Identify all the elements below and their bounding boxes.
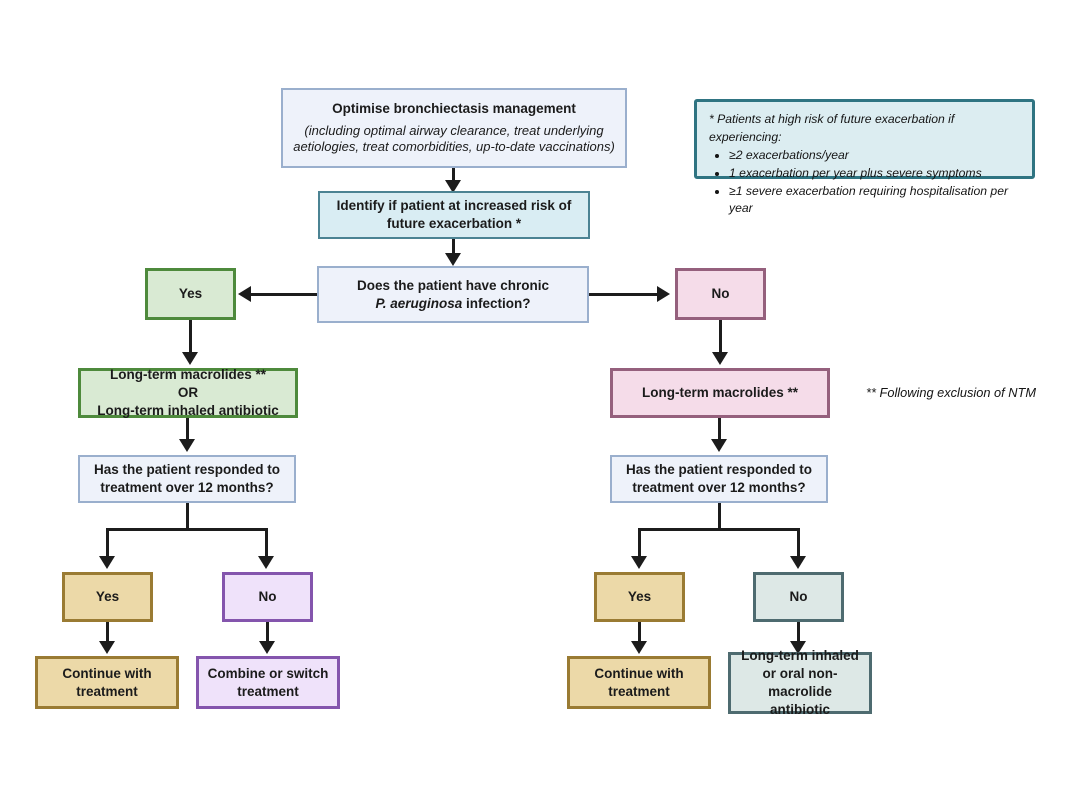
connector-right-no-to-outcome [797, 622, 800, 644]
node-pseudomonas-question: Does the patient have chronic P. aerugin… [317, 266, 589, 323]
node-right-response-question-label: Has the patient responded to treatment o… [625, 462, 813, 495]
connector-left-treatment-to-question [186, 418, 189, 442]
arrowhead-right-treatment-to-question [711, 439, 727, 452]
node-branch-no-pseudomonas: No [675, 268, 766, 320]
arrowhead-question-to-no [657, 286, 670, 302]
node-optimise-detail: (including optimal airway clearance, tre… [293, 122, 615, 155]
connector-left-question-to-no [265, 528, 268, 558]
node-left-outcome-continue-label: Continue with treatment [62, 665, 152, 699]
node-left-response-question: Has the patient responded to treatment o… [78, 455, 296, 503]
arrowhead-left-yes-to-outcome [99, 641, 115, 654]
legend-lead-text: * Patients at high risk of future exacer… [709, 112, 955, 144]
connector-yes-to-left-treatment [189, 320, 192, 355]
arrowhead-left-question-to-yes [99, 556, 115, 569]
node-branch-no-label: No [711, 286, 730, 302]
connector-left-question-to-yes [106, 528, 109, 558]
node-left-outcome-continue: Continue with treatment [35, 656, 179, 709]
arrowhead-identify-to-question [445, 253, 461, 266]
connector-optimise-to-identify [452, 168, 455, 183]
arrowhead-right-question-to-no [790, 556, 806, 569]
node-right-response-no: No [753, 572, 844, 622]
node-right-outcome-continue: Continue with treatment [567, 656, 711, 709]
arrowhead-left-treatment-to-question [179, 439, 195, 452]
connector-right-question-to-no [797, 528, 800, 558]
connector-no-to-right-treatment [719, 320, 722, 355]
arrowhead-right-yes-to-outcome [631, 641, 647, 654]
connector-question-to-no [589, 293, 659, 296]
node-pseudomonas-question-line1: Does the patient have chronic [356, 277, 550, 293]
arrowhead-left-question-to-no [258, 556, 274, 569]
node-optimise-heading: Optimise bronchiectasis management [332, 100, 576, 116]
node-right-treatment-label: Long-term macrolides ** [641, 385, 799, 401]
connector-left-question-split [106, 528, 268, 531]
legend-list: ≥2 exacerbations/year 1 exacerbation per… [709, 147, 1020, 218]
legend-high-risk-criteria: * Patients at high risk of future exacer… [694, 99, 1035, 215]
arrowhead-right-no-to-outcome [790, 641, 806, 654]
node-left-response-yes-label: Yes [95, 589, 120, 605]
connector-question-to-yes [251, 293, 317, 296]
node-right-response-no-label: No [789, 589, 808, 605]
arrowhead-question-to-yes [238, 286, 251, 302]
node-right-outcome-inhaled-oral-label: Long-term inhaled or oral non-macrolide … [741, 648, 859, 717]
connector-left-yes-to-outcome [106, 622, 109, 644]
arrowhead-no-to-right-treatment [712, 352, 728, 365]
arrowhead-yes-to-left-treatment [182, 352, 198, 365]
connector-left-question-stem [186, 503, 189, 531]
legend-item: ≥2 exacerbations/year [729, 147, 1020, 165]
node-left-response-no-label: No [258, 589, 277, 605]
connector-left-no-to-outcome [266, 622, 269, 644]
arrowhead-right-question-to-yes [631, 556, 647, 569]
node-branch-yes-pseudomonas: Yes [145, 268, 236, 320]
node-right-outcome-inhaled-oral: Long-term inhaled or oral non-macrolide … [728, 648, 872, 717]
node-right-response-question: Has the patient responded to treatment o… [610, 455, 828, 503]
node-left-outcome-combine-switch-label: Combine or switch treatment [207, 665, 329, 699]
connector-right-treatment-to-question [718, 418, 721, 442]
node-left-response-question-label: Has the patient responded to treatment o… [93, 462, 281, 495]
connector-right-question-stem [718, 503, 721, 531]
node-right-response-yes-label: Yes [627, 589, 652, 605]
node-right-treatment: Long-term macrolides ** [610, 368, 830, 418]
node-identify-risk-label: Identify if patient at increased risk of… [336, 198, 572, 231]
node-right-response-yes: Yes [594, 572, 685, 622]
arrowhead-left-no-to-outcome [259, 641, 275, 654]
node-optimise-management: Optimise bronchiectasis management (incl… [281, 88, 627, 168]
connector-right-yes-to-outcome [638, 622, 641, 644]
node-pseudomonas-question-line2-rest: infection? [462, 295, 531, 311]
footnote-ntm: ** Following exclusion of NTM [866, 385, 1036, 400]
node-left-treatment: Long-term macrolides ** OR Long-term inh… [78, 367, 298, 418]
node-left-response-no: No [222, 572, 313, 622]
node-right-outcome-continue-label: Continue with treatment [594, 665, 684, 699]
node-left-outcome-combine-switch: Combine or switch treatment [196, 656, 340, 709]
legend-item: ≥1 severe exacerbation requiring hospita… [729, 183, 1020, 218]
connector-right-question-split [638, 528, 800, 531]
legend-item: 1 exacerbation per year plus severe symp… [729, 165, 1020, 183]
node-branch-yes-label: Yes [178, 286, 203, 302]
node-pseudomonas-question-organism: P. aeruginosa [375, 295, 463, 311]
node-left-response-yes: Yes [62, 572, 153, 622]
connector-identify-to-question [452, 239, 455, 257]
connector-right-question-to-yes [638, 528, 641, 558]
node-identify-risk: Identify if patient at increased risk of… [318, 191, 590, 239]
arrowhead-optimise-to-identify [445, 180, 461, 193]
node-left-treatment-label: Long-term macrolides ** OR Long-term inh… [97, 367, 279, 418]
